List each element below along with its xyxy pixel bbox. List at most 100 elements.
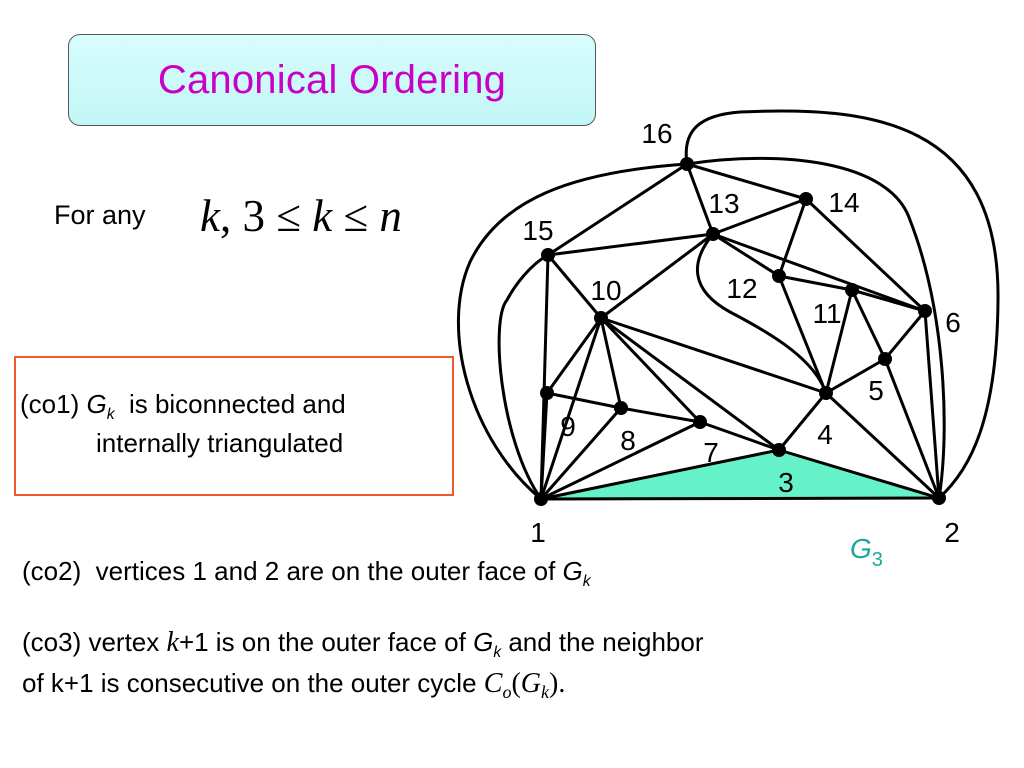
- co3-paren-open: (: [511, 668, 521, 699]
- co1-box: [14, 356, 454, 496]
- vertex-label-8: 8: [620, 425, 636, 456]
- vertex-label-10: 10: [590, 275, 621, 306]
- vertex-8: [614, 401, 628, 415]
- edge-7-3: [698, 420, 781, 452]
- edge-9-8: [545, 391, 623, 410]
- edge-11-6: [850, 288, 927, 313]
- edge-10-15: [546, 253, 603, 320]
- co3-line2: of k+1 is consecutive on the outer cycle…: [22, 668, 565, 703]
- vertex-label-14: 14: [828, 187, 859, 218]
- vertex-11: [845, 283, 859, 297]
- edge-10-3: [599, 316, 781, 452]
- vertex-3: [772, 443, 786, 457]
- graph-labels: 1 2 3 4 5 6 7 8 9 10 11 12 13 14 15 16 G…: [522, 118, 960, 571]
- vertex-15: [541, 248, 555, 262]
- for-any-label: For any: [54, 200, 146, 230]
- vertex-7: [693, 415, 707, 429]
- edge-4-3: [777, 391, 828, 452]
- co1-line2: internally triangulated: [96, 428, 344, 458]
- edge-10-8: [599, 316, 623, 410]
- g3-triangle-fill: [541, 450, 939, 499]
- edge-14-12: [777, 197, 808, 278]
- vertex-6: [918, 304, 932, 318]
- edge-5-4: [824, 357, 887, 395]
- co2-g: G: [562, 556, 583, 586]
- vertex-1: [534, 492, 548, 506]
- co3-c-sub: o: [502, 682, 512, 703]
- formula: k, 3 ≤ k ≤ n: [200, 190, 402, 242]
- co1-line1: (co1) Gk is biconnected and: [20, 389, 346, 424]
- co3-line1: (co3) vertex k+1 is on the outer face of…: [22, 627, 704, 662]
- edge-5-2: [883, 357, 941, 500]
- edge-1-8: [539, 406, 623, 501]
- edge-3-2: [777, 448, 941, 500]
- vertex-4: [819, 386, 833, 400]
- vertex-label-7: 7: [703, 437, 719, 468]
- formula-k2: k: [312, 191, 333, 241]
- edge-12-11: [777, 274, 854, 292]
- edge-16-2-outermost-curve: [684, 109, 1000, 500]
- co3-g: G: [473, 627, 494, 657]
- edge-16-14: [685, 162, 808, 201]
- edge-1-10: [539, 316, 603, 501]
- vertex-label-1: 1: [530, 517, 546, 548]
- graph-vertices: [534, 157, 946, 506]
- title-box: Canonical Ordering: [68, 34, 596, 126]
- vertex-13: [706, 227, 720, 241]
- edge-4-2: [824, 391, 941, 500]
- edge-14-6: [804, 197, 927, 313]
- vertex-label-6: 6: [945, 307, 961, 338]
- edge-10-4: [599, 316, 828, 395]
- edge-13-4-curve: [695, 232, 828, 395]
- vertex-label-2: 2: [944, 517, 960, 548]
- subgraph-sub: 3: [872, 549, 883, 571]
- vertex-label-12: 12: [726, 273, 757, 304]
- edge-11-5: [850, 288, 887, 361]
- vertex-label-15: 15: [522, 215, 553, 246]
- subgraph-g: G: [850, 533, 872, 564]
- edge-16-13: [685, 162, 715, 236]
- subgraph-label: G3: [850, 533, 883, 571]
- co2-text: (co2) vertices 1 and 2 are on the outer …: [22, 556, 563, 586]
- edge-9-10: [545, 316, 603, 395]
- edge-10-7: [599, 316, 702, 424]
- co3-c: C: [483, 668, 503, 699]
- co2-line: (co2) vertices 1 and 2 are on the outer …: [22, 556, 591, 591]
- vertex-label-13: 13: [708, 188, 739, 219]
- edge-1-3: [539, 448, 781, 501]
- vertex-label-9: 9: [560, 411, 576, 442]
- co1-text1: is biconnected and: [114, 389, 346, 419]
- page-title: Canonical Ordering: [157, 57, 507, 102]
- edge-1-7: [539, 420, 702, 501]
- edge-13-14: [711, 197, 808, 236]
- vertex-12: [772, 269, 786, 283]
- vertex-16: [680, 157, 694, 171]
- edge-13-12: [711, 232, 781, 278]
- vertex-10: [594, 311, 608, 325]
- vertex-label-5: 5: [868, 375, 884, 406]
- edge-1-9: [539, 391, 549, 501]
- graph-edges: [457, 109, 1000, 501]
- co1-prefix: (co1): [20, 389, 87, 419]
- vertex-label-16: 16: [641, 118, 672, 149]
- edge-16-2-outer-curve: [685, 156, 946, 500]
- co3-prefix: (co3) vertex: [22, 627, 167, 657]
- co3-paren-close: ).: [549, 668, 566, 699]
- edge-11-4: [824, 288, 854, 395]
- edge-10-13: [599, 232, 715, 320]
- edge-12-4: [777, 274, 828, 395]
- co3-sub: k: [493, 644, 502, 662]
- edge-6-5: [883, 309, 927, 361]
- edge-1-16-outer-curve: [457, 162, 689, 501]
- co3-text-after: and the neighbor: [501, 627, 704, 657]
- vertex-5: [878, 352, 892, 366]
- formula-n: n: [379, 191, 402, 241]
- edge-6-2: [923, 309, 941, 500]
- edge-13-6: [711, 232, 927, 313]
- edge-8-7: [619, 406, 702, 424]
- edge-15-16: [546, 162, 689, 257]
- formula-leq: ≤: [332, 191, 380, 241]
- co3-g2: G: [520, 668, 542, 699]
- vertex-label-4: 4: [817, 419, 833, 450]
